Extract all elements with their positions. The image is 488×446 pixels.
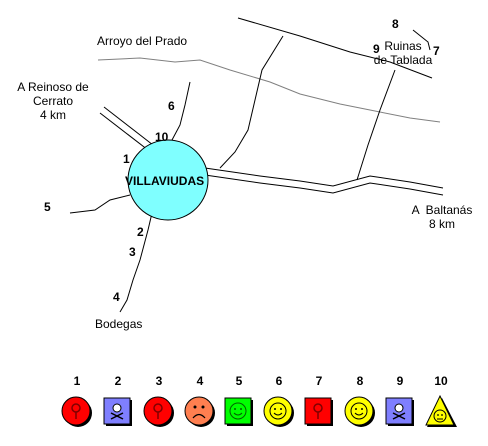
red-square-tree-icon bbox=[304, 397, 333, 426]
road-west bbox=[69, 194, 131, 214]
town-circle[interactable] bbox=[127, 139, 209, 221]
map-marker-3[interactable]: 3 bbox=[129, 245, 136, 259]
legend-number: 1 bbox=[73, 374, 81, 388]
red-circle-tree-icon bbox=[61, 396, 92, 427]
legend-number: 9 bbox=[396, 374, 404, 388]
map-marker-6[interactable]: 6 bbox=[168, 99, 175, 113]
road-ruins-spur bbox=[412, 29, 431, 51]
road-north-short bbox=[171, 81, 191, 141]
map-marker-1[interactable]: 1 bbox=[123, 152, 130, 166]
map-marker-8[interactable]: 8 bbox=[392, 17, 399, 31]
road-bodegas bbox=[119, 212, 153, 313]
orange-circle-sad-face-icon bbox=[184, 396, 215, 427]
legend-number: 2 bbox=[114, 374, 122, 388]
blue-square-skull-icon bbox=[385, 397, 414, 426]
town-label: VILLAVIUDAS bbox=[125, 174, 205, 188]
map-marker-2[interactable]: 2 bbox=[137, 225, 144, 239]
stream-label: Arroyo del Prado bbox=[97, 34, 188, 48]
legend-number: 5 bbox=[235, 374, 243, 388]
map-marker-5[interactable]: 5 bbox=[44, 200, 51, 214]
legend-number: 6 bbox=[275, 374, 283, 388]
map-marker-7[interactable]: 7 bbox=[433, 44, 440, 58]
legend-number: 4 bbox=[196, 374, 204, 388]
map-marker-4[interactable]: 4 bbox=[113, 290, 120, 304]
map-marker-10[interactable]: 10 bbox=[155, 130, 169, 144]
track-ruins bbox=[356, 69, 396, 181]
baltanas-label: A Baltanás 8 km bbox=[411, 203, 473, 231]
road-reinoso-b bbox=[103, 106, 154, 146]
road-reinoso-a bbox=[99, 112, 149, 151]
stream-line bbox=[97, 57, 441, 123]
road-baltanas-a bbox=[204, 167, 444, 189]
legend-number: 7 bbox=[315, 374, 323, 388]
bodegas-label: Bodegas bbox=[95, 317, 143, 331]
reinoso-label: A Reinoso de Cerrato 4 km bbox=[17, 80, 89, 122]
track-north bbox=[219, 35, 284, 169]
legend-number: 3 bbox=[155, 374, 163, 388]
yellow-circle-smiley-icon bbox=[344, 396, 375, 427]
yellow-triangle-neutral-face-icon bbox=[425, 394, 457, 427]
blue-square-skull-icon bbox=[103, 397, 132, 426]
legend-number: 8 bbox=[356, 374, 364, 388]
red-circle-tree-icon bbox=[143, 396, 174, 427]
ruins-label: Ruinas de Tablada bbox=[373, 39, 433, 67]
legend-number: 10 bbox=[434, 374, 448, 388]
road-north bbox=[237, 17, 433, 79]
road-baltanas-b bbox=[204, 174, 444, 196]
map-marker-9[interactable]: 9 bbox=[373, 42, 380, 56]
green-square-smiley-icon bbox=[224, 397, 253, 426]
yellow-circle-smiley-icon bbox=[263, 396, 294, 427]
